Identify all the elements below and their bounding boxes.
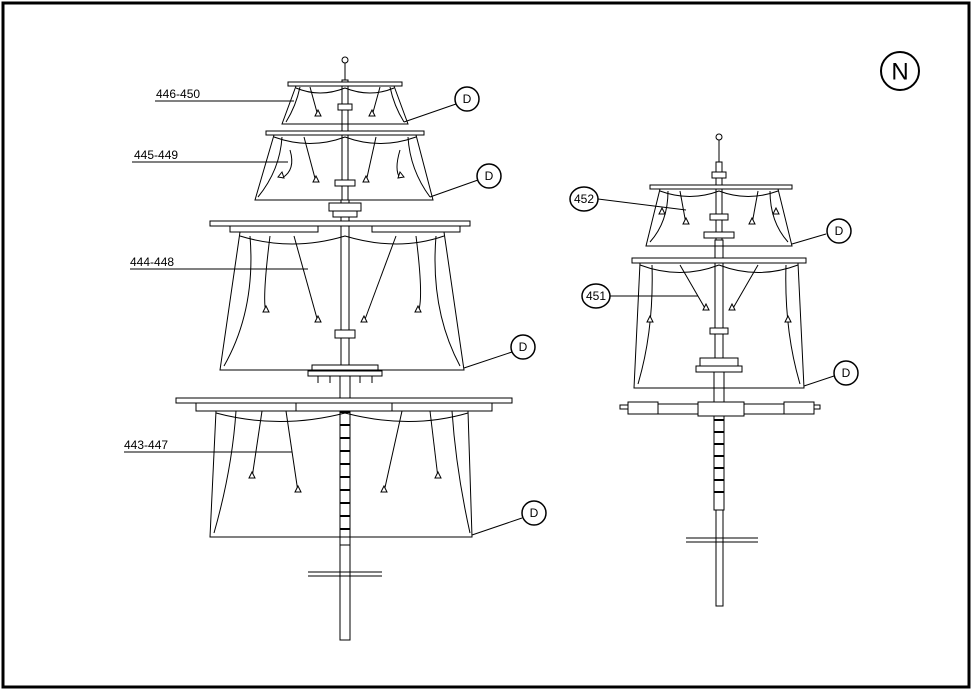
secondary-sail-upper	[645, 184, 793, 247]
secondary-mast-spar	[686, 133, 758, 607]
detail-callout-lower: D	[521, 500, 547, 526]
svg-text:D: D	[835, 224, 844, 238]
main-detail-leaders	[403, 103, 523, 536]
secondary-sail-lower	[631, 257, 807, 389]
svg-text:D: D	[519, 340, 528, 354]
main-sail-top	[281, 81, 409, 125]
main-mast-drawing	[124, 56, 523, 641]
detail-callout-top: D	[454, 86, 480, 112]
svg-text:D: D	[842, 366, 851, 380]
sheet-letter: N	[891, 59, 908, 86]
main-leader-lines	[124, 100, 308, 453]
detail-callout-secondary-lower: D	[833, 360, 859, 386]
svg-text:451: 451	[586, 289, 606, 303]
svg-text:D: D	[530, 506, 539, 520]
part-range-middle: 444-448	[130, 255, 174, 269]
main-sail-lower	[175, 397, 513, 538]
detail-callout-upper: D	[476, 163, 502, 189]
secondary-lower-yard	[619, 401, 821, 417]
main-sail-middle	[209, 220, 471, 371]
main-mast-bands	[340, 411, 350, 530]
part-range-lower: 443-447	[124, 438, 168, 452]
secondary-mast-labels: 452 451 D D	[569, 186, 859, 386]
part-range-upper: 445-449	[134, 148, 178, 162]
svg-text:D: D	[485, 169, 494, 183]
secondary-mast-drawing	[597, 133, 835, 607]
secondary-mast-tops	[695, 171, 743, 373]
detail-callout-middle: D	[510, 334, 536, 360]
secondary-mast-bands	[714, 419, 724, 493]
part-range-top: 446-450	[156, 87, 200, 101]
part-callout-452: 452	[569, 186, 599, 212]
svg-text:452: 452	[574, 192, 594, 206]
part-callout-451: 451	[581, 283, 611, 309]
main-mast-tops	[307, 103, 383, 383]
main-mast-labels: 446-450 445-449 444-448 443-447 D D D D	[124, 86, 547, 526]
sheet-letter-badge: N	[880, 51, 920, 91]
svg-text:D: D	[463, 92, 472, 106]
detail-callout-secondary-upper: D	[826, 218, 852, 244]
main-sail-upper	[254, 130, 434, 201]
secondary-leader-lines	[597, 198, 835, 387]
